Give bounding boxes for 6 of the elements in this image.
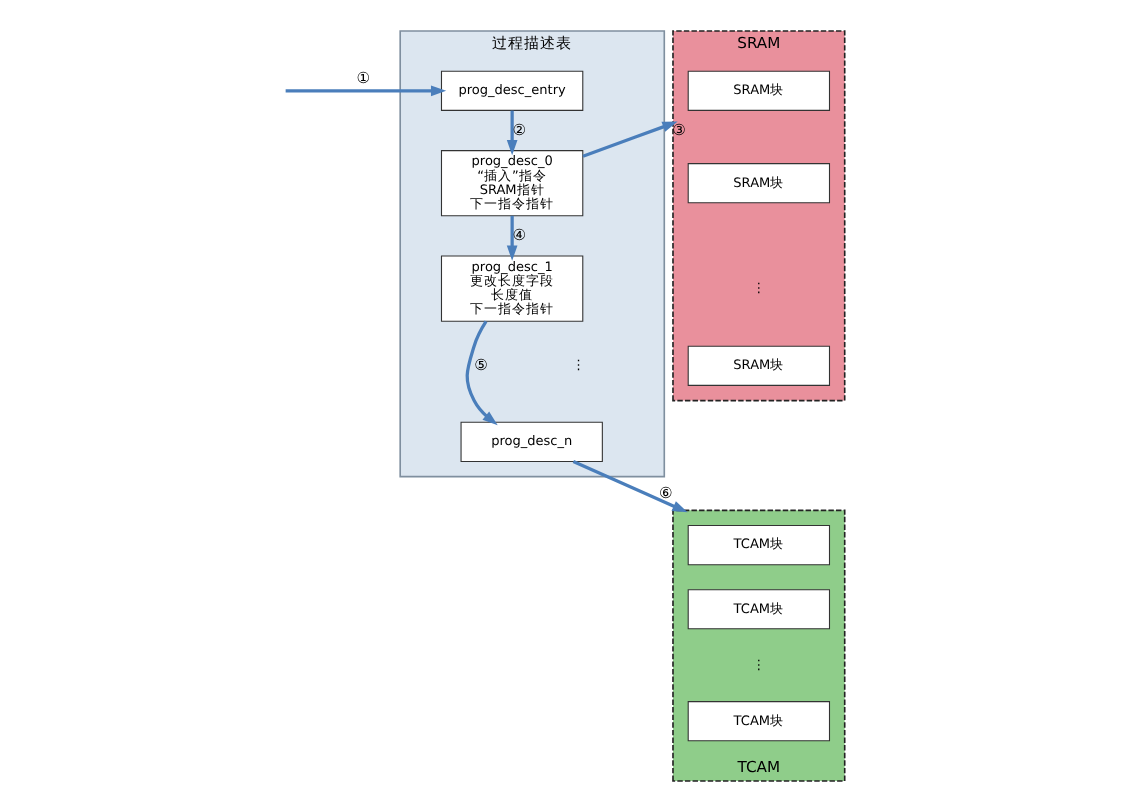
arrow bbox=[284, 84, 446, 96]
arrow bbox=[571, 459, 687, 512]
arrow bbox=[505, 109, 517, 155]
arrow bbox=[505, 214, 517, 260]
arrow bbox=[464, 319, 497, 425]
arrow bbox=[581, 120, 677, 157]
